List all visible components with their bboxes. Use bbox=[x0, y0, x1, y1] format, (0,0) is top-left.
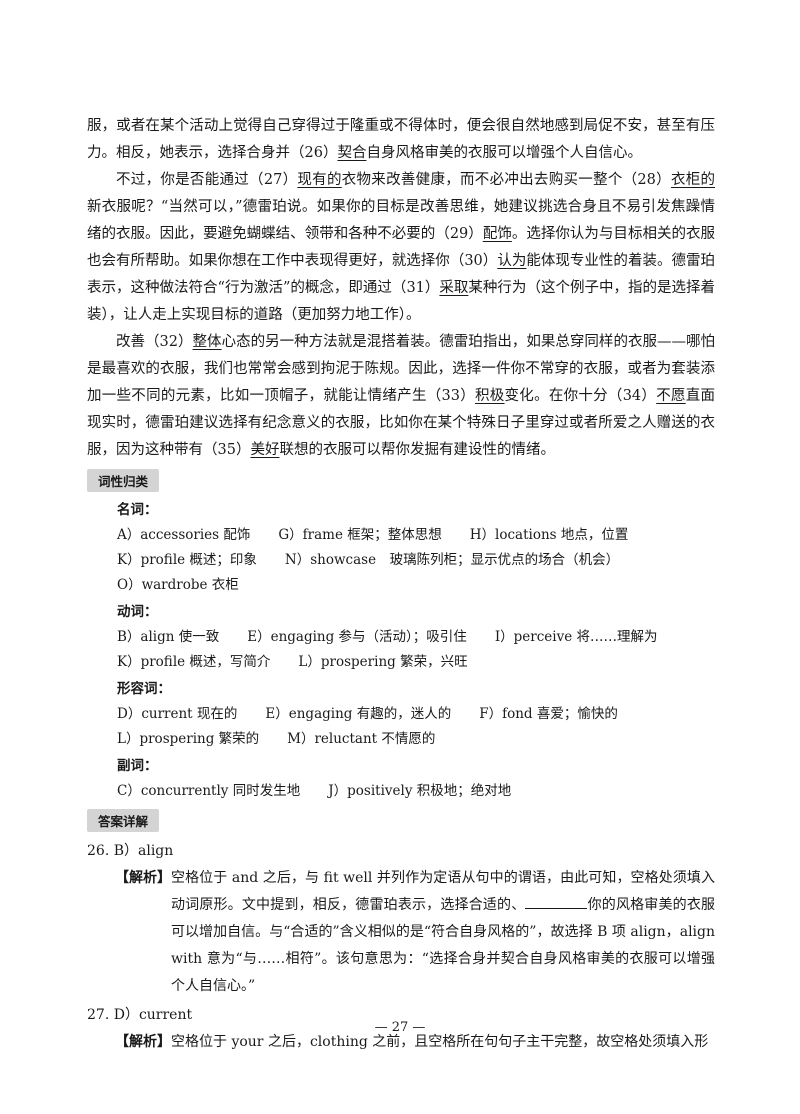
vocab-row: K）profile 概述；印象 N）showcase 玻璃陈列柜；显示优点的场合（… bbox=[117, 548, 715, 573]
noun-label: 名词： bbox=[117, 502, 158, 518]
paragraph-1: 服，或者在某个活动上觉得自己穿得过于隆重或不得体时，便会很自然地感到局促不安，甚… bbox=[87, 113, 715, 167]
adjective-list: D）current 现在的 E）engaging 有趣的，迷人的 F）fond 喜爱… bbox=[87, 702, 715, 752]
text: 自身风格审美的衣服可以增强个人自信心。 bbox=[366, 145, 642, 161]
text: 不过，你是否能通过（27） bbox=[116, 172, 298, 188]
verb-list: B）align 使一致 E）engaging 参与（活动）；吸引住 I）percei… bbox=[87, 625, 715, 675]
answer-26-heading: 26. B）align bbox=[87, 843, 174, 859]
vocab-item: L）prospering 繁荣，兴旺 bbox=[298, 654, 468, 670]
section-tag-word-class: 词性归类 bbox=[87, 469, 160, 492]
vocab-item: J）positively 积极地；绝对地 bbox=[328, 783, 512, 799]
text: 你的风格审美的衣服可以增加自信。与“合适的”含义相似的是“符合自身风格的”，故选… bbox=[171, 897, 716, 994]
vocab-item: N）showcase 玻璃陈列柜；显示优点的场合（机会） bbox=[284, 552, 620, 568]
underlined-answer-33: 积极 bbox=[474, 388, 505, 404]
text: 空格位于 and 之后，与 fit well 并列作为定语从句中的谓语，由此可知… bbox=[171, 870, 715, 913]
text: 。选择你认为与目标相关的衣服也会有所帮助。如果你想在工作中表现得更好，就选择你（… bbox=[87, 226, 716, 269]
vocab-item: E）engaging 有趣的，迷人的 bbox=[265, 706, 452, 722]
adverb-label: 副词： bbox=[117, 758, 158, 774]
text: 服，或者在某个活动上觉得自己穿得过于隆重或不得体时，便会很自然地感到局促不安，甚… bbox=[87, 118, 715, 161]
page-number: — 27 — bbox=[374, 1020, 426, 1035]
text: 能体现专业性的着装。德雷珀表示，这种做法符合“行为激活”的概念，即通过（31） bbox=[87, 253, 716, 296]
text: 联想的衣服可以帮你发掘有建设性的情绪。 bbox=[279, 442, 555, 458]
section-tag-answers: 答案详解 bbox=[87, 809, 160, 832]
analysis-label: 【解析】 bbox=[115, 870, 171, 886]
underlined-answer-28: 衣柜的 bbox=[670, 172, 716, 188]
paragraph-2: 不过，你是否能通过（27）现有的衣物来改善健康，而不必冲出去购买一整个（28）衣… bbox=[87, 167, 715, 329]
vocab-item: I）perceive 将……理解为 bbox=[494, 629, 658, 645]
underlined-answer-31: 采取 bbox=[439, 280, 469, 296]
analysis-text: 空格位于 your 之后，clothing 之前，且空格所在句句子主干完整，故空… bbox=[171, 1034, 709, 1050]
adverb-list: C）concurrently 同时发生地 J）positively 积极地；绝对地 bbox=[87, 779, 715, 804]
vocab-item: K）profile 概述，写简介 bbox=[117, 654, 271, 670]
underlined-answer-26: 契合 bbox=[337, 145, 367, 161]
text: 改善（32） bbox=[116, 334, 193, 350]
paragraph-3: 改善（32）整体心态的另一种方法就是混搭着装。德雷珀指出，如果总穿同样的衣服——… bbox=[87, 329, 715, 464]
vocab-item: B）align 使一致 bbox=[117, 629, 220, 645]
blank-line bbox=[525, 894, 588, 909]
underlined-answer-27: 现有的 bbox=[297, 172, 342, 188]
vocab-item: D）current 现在的 bbox=[117, 706, 238, 722]
text: 某种行为（这个例子中，指的是选择着装），让人走上实现目标的道路（更加努力地工作）… bbox=[87, 280, 716, 323]
analysis-label: 【解析】 bbox=[115, 1034, 171, 1050]
vocab-item: L）prospering 繁荣的 bbox=[117, 731, 260, 747]
text: 新衣服呢？“当然可以，”德雷珀说。如果你的目标是改善思维，她建议挑选合身且不易引… bbox=[87, 199, 715, 242]
underlined-answer-34: 不愿 bbox=[656, 388, 686, 404]
vocab-item: F）fond 喜爱；愉快的 bbox=[479, 706, 618, 722]
underlined-answer-30: 认为 bbox=[497, 253, 527, 269]
text: 心态的另一种方法就是混搭着装。德雷珀指出，如果总穿同样的衣服——哪怕是最喜欢的衣… bbox=[87, 334, 716, 404]
text: 衣物来改善健康，而不必冲出去购买一整个（28） bbox=[341, 172, 671, 188]
underlined-answer-32: 整体 bbox=[192, 334, 222, 350]
vocab-row: O）wardrobe 衣柜 bbox=[117, 573, 715, 598]
vocab-item: E）engaging 参与（活动）；吸引住 bbox=[247, 629, 467, 645]
vocab-item: A）accessories 配饰 bbox=[117, 527, 251, 543]
underlined-answer-29: 配饰 bbox=[482, 226, 512, 242]
page-content: 服，或者在某个活动上觉得自己穿得过于隆重或不得体时，便会很自然地感到局促不安，甚… bbox=[87, 113, 715, 1056]
underlined-answer-35: 美好 bbox=[250, 442, 280, 458]
vocab-row: C）concurrently 同时发生地 J）positively 积极地；绝对地 bbox=[117, 779, 715, 804]
vocab-item: M）reluctant 不情愿的 bbox=[287, 731, 436, 747]
vocab-item: H）locations 地点，位置 bbox=[469, 527, 629, 543]
vocab-item: O）wardrobe 衣柜 bbox=[117, 577, 239, 593]
text: 直面现实时，德雷珀建议选择有纪念意义的衣服，比如你在某个特殊日子里穿过或者所爱之… bbox=[87, 388, 716, 458]
vocab-row: B）align 使一致 E）engaging 参与（活动）；吸引住 I）percei… bbox=[117, 625, 715, 650]
vocab-item: K）profile 概述；印象 bbox=[117, 552, 257, 568]
answer-26-explanation: 【解析】 空格位于 and 之后，与 fit well 并列作为定语从句中的谓语… bbox=[115, 865, 715, 1000]
vocab-row: A）accessories 配饰 G）frame 框架；整体思想 H）locatio… bbox=[117, 523, 715, 548]
verb-label: 动词： bbox=[117, 604, 158, 620]
answer-27-heading: 27. D）current bbox=[87, 1007, 193, 1023]
vocab-row: L）prospering 繁荣的 M）reluctant 不情愿的 bbox=[117, 727, 715, 752]
noun-list: A）accessories 配饰 G）frame 框架；整体思想 H）locatio… bbox=[87, 523, 715, 598]
vocab-item: G）frame 框架；整体思想 bbox=[278, 527, 442, 543]
answer-27-explanation: 【解析】 空格位于 your 之后，clothing 之前，且空格所在句句子主干… bbox=[115, 1029, 715, 1056]
vocab-item: C）concurrently 同时发生地 bbox=[117, 783, 301, 799]
text: 变化。在你十分（34） bbox=[504, 388, 657, 404]
analysis-text: 空格位于 and 之后，与 fit well 并列作为定语从句中的谓语，由此可知… bbox=[171, 865, 715, 1000]
adjective-label: 形容词： bbox=[117, 681, 171, 697]
vocab-row: D）current 现在的 E）engaging 有趣的，迷人的 F）fond 喜爱… bbox=[117, 702, 715, 727]
vocab-row: K）profile 概述，写简介 L）prospering 繁荣，兴旺 bbox=[117, 650, 715, 675]
